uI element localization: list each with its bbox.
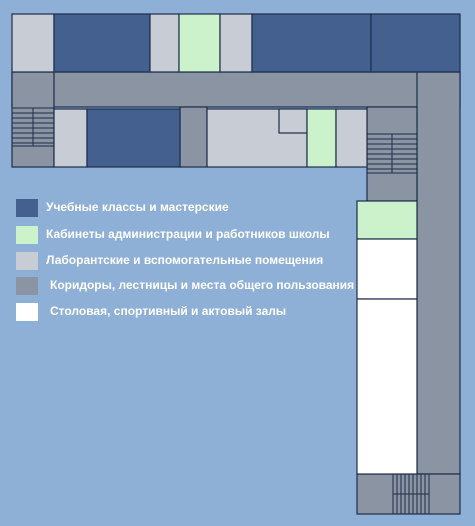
classroom-top-1 bbox=[53, 13, 151, 73]
legend-swatch-corridor bbox=[16, 277, 38, 295]
staircase-bottom bbox=[392, 474, 430, 514]
legend-label-hall: Столовая, спортивный и актовый залы bbox=[50, 304, 287, 318]
staircase-right bbox=[367, 133, 417, 174]
legend-swatch-admin bbox=[16, 226, 38, 244]
lab-room-top-1 bbox=[11, 13, 55, 73]
admin-room-right bbox=[356, 200, 418, 240]
lab-room-mid-1 bbox=[53, 108, 88, 168]
legend-label-corridor: Коридоры, лестницы и места общего пользо… bbox=[50, 278, 355, 292]
classroom-top-2 bbox=[251, 13, 372, 73]
corridor-top bbox=[11, 71, 461, 108]
lab-room-mid-small bbox=[278, 108, 308, 134]
hall-small bbox=[356, 238, 418, 300]
legend-swatch-hall bbox=[16, 303, 38, 321]
lab-room-top-2 bbox=[149, 13, 180, 73]
classroom-top-3 bbox=[370, 13, 461, 73]
admin-room-top bbox=[178, 13, 221, 73]
lab-room-mid-3 bbox=[335, 108, 368, 168]
corridor-right bbox=[416, 71, 461, 475]
classroom-mid bbox=[86, 108, 181, 168]
legend-label-lab: Лаборантские и вспомогательные помещения bbox=[46, 253, 324, 267]
legend-label-admin: Кабинеты администрации и работников школ… bbox=[46, 227, 330, 241]
legend-swatch-classrooms bbox=[16, 199, 38, 217]
legend-swatch-lab bbox=[16, 252, 38, 270]
staircase-left bbox=[12, 107, 54, 147]
hall-large bbox=[356, 298, 418, 475]
legend-label-classrooms: Учебные классы и мастерские bbox=[46, 200, 229, 214]
corridor-middle-passage bbox=[179, 106, 208, 168]
